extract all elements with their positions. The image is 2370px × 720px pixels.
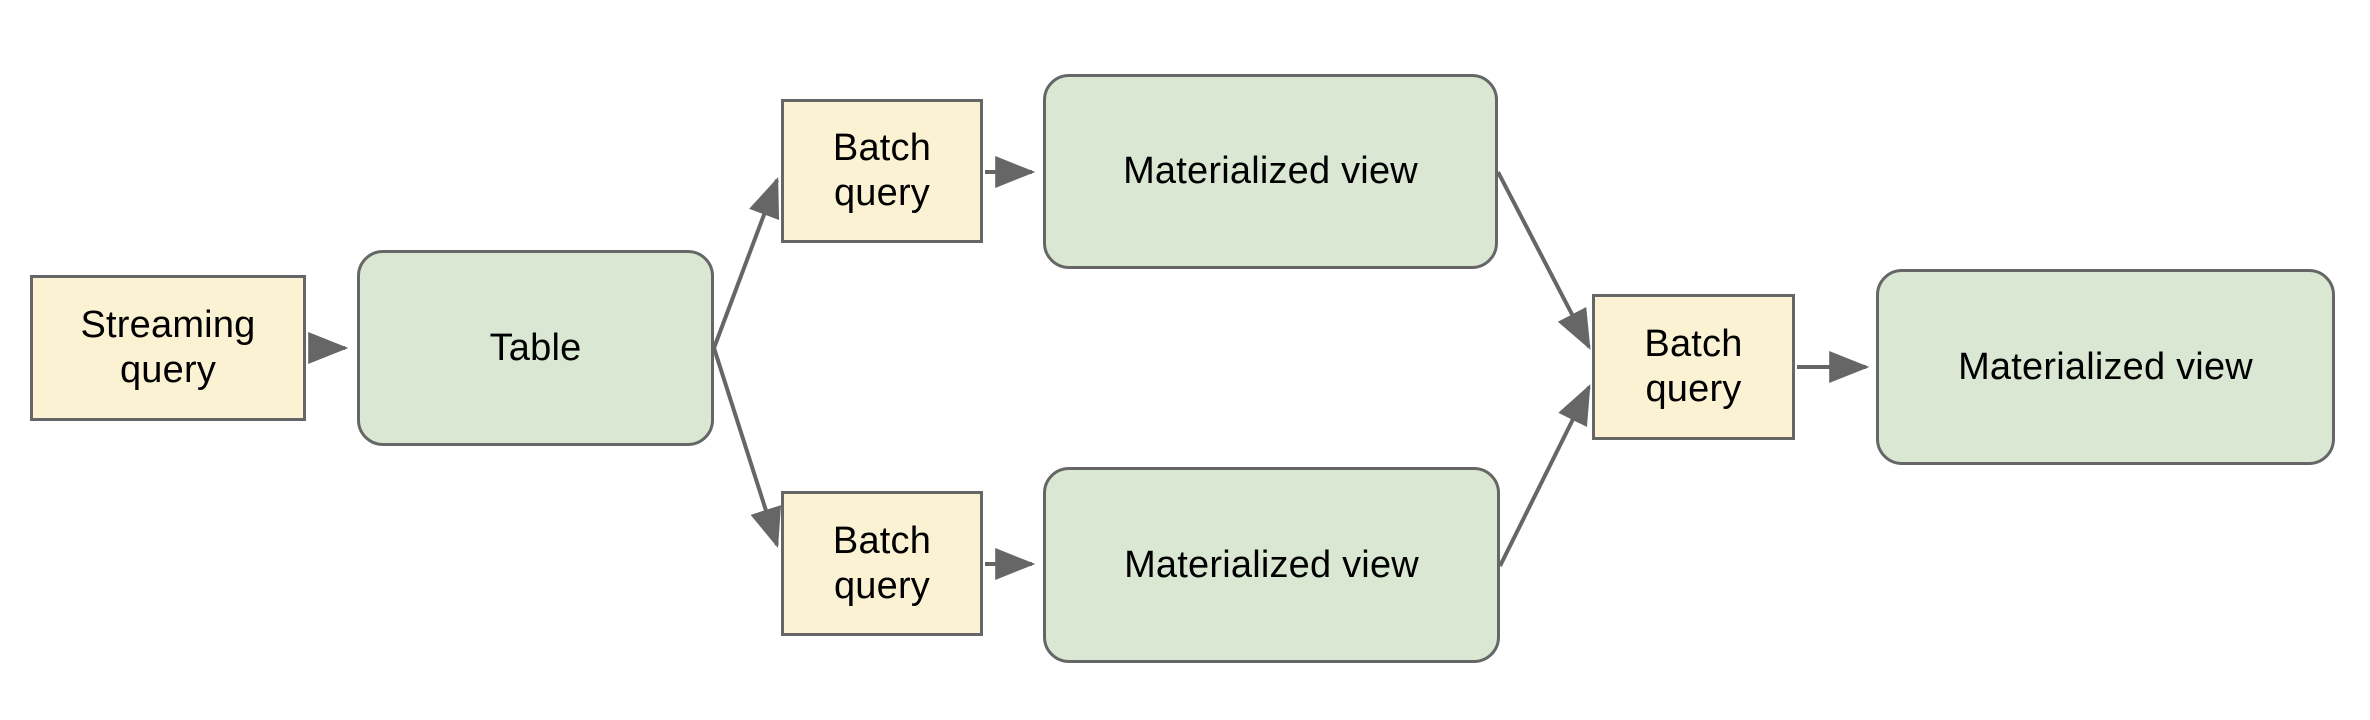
node-batch-query-top-label: Batch query [832, 127, 932, 214]
node-streaming-query[interactable]: Streaming query [30, 275, 306, 421]
node-batch-query-top[interactable]: Batch query [781, 99, 983, 243]
node-table[interactable]: Table [357, 250, 714, 446]
node-batch-query-bottom-label: Batch query [832, 519, 932, 607]
node-batch-query-right-label: Batch query [1644, 323, 1743, 410]
node-materialized-view-bottom[interactable]: Materialized view [1043, 467, 1500, 663]
node-materialized-view-right-label: Materialized view [1958, 345, 2253, 388]
node-materialized-view-top-label: Materialized view [1123, 150, 1418, 193]
edge-mv-bottom-to-batch-right [1498, 384, 1591, 567]
node-materialized-view-bottom-label: Materialized view [1124, 543, 1419, 586]
node-batch-query-bottom[interactable]: Batch query [781, 491, 983, 636]
node-table-label: Table [489, 326, 582, 369]
edge-table-to-batch-top [712, 177, 780, 349]
edge-mv-top-to-batch-right [1496, 171, 1591, 350]
node-materialized-view-top[interactable]: Materialized view [1043, 74, 1498, 269]
node-batch-query-right[interactable]: Batch query [1592, 294, 1795, 440]
edge-table-to-batch-bottom [712, 347, 782, 549]
node-materialized-view-right[interactable]: Materialized view [1876, 269, 2335, 465]
node-streaming-query-label: Streaming query [80, 304, 256, 391]
